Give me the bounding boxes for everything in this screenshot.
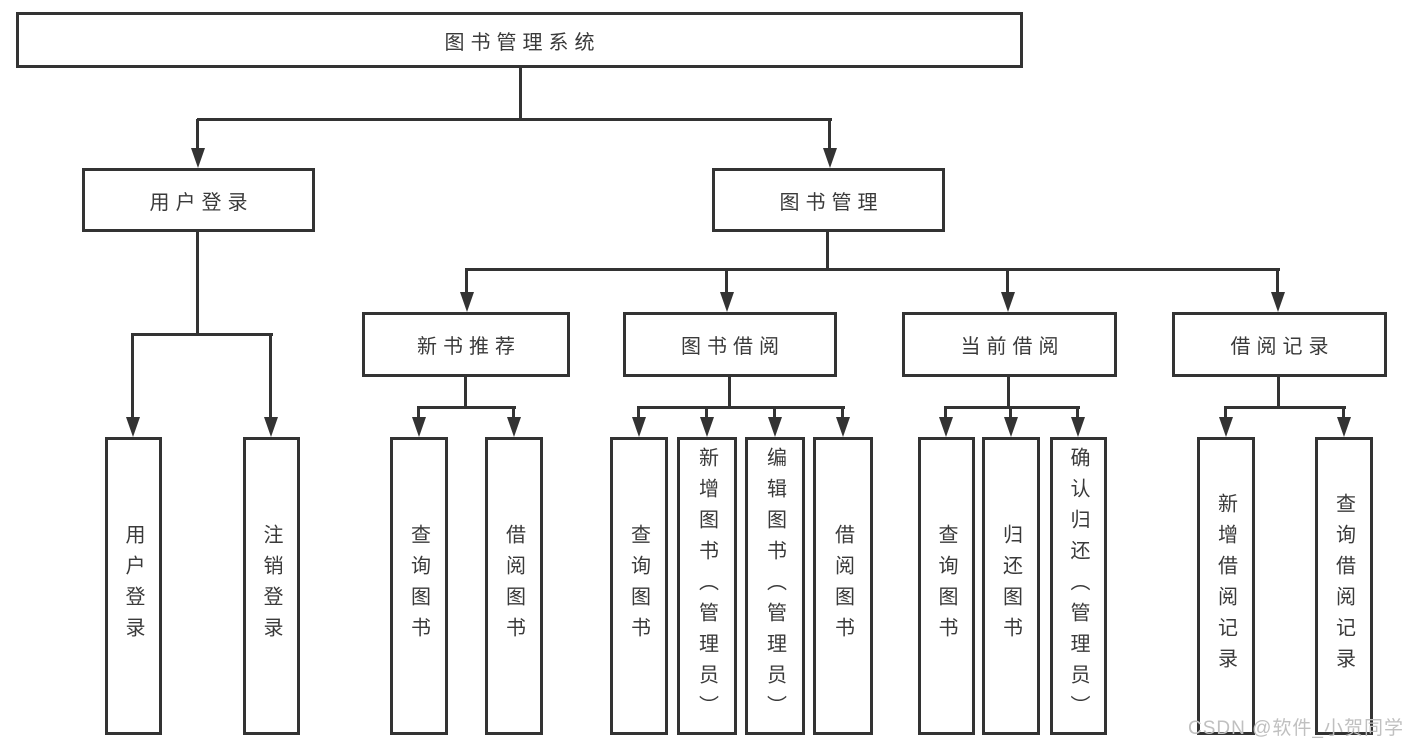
node-borrow-records: 借阅记录 [1172,312,1387,377]
connector-current-stem [1007,377,1010,408]
connector-book-management-branch [465,268,1280,271]
connector-root-stem [519,68,522,120]
leaf-borrow-borrow-book: 借阅图书 [813,437,873,735]
leaf-label: 查询图书 [627,524,650,648]
leaf-user-login: 用户登录 [105,437,162,735]
connector-borrow-stem [728,377,731,408]
connector-root-drop [828,119,831,150]
connector-borrow-branch [637,406,845,409]
arrow-down-icon [1271,292,1285,312]
connector-recommend-branch [417,406,516,409]
node-book-borrow-label: 图书借阅 [681,336,785,358]
node-new-book-recommend: 新书推荐 [362,312,570,377]
leaf-label: 借阅图书 [502,524,525,648]
arrow-down-icon [412,417,426,437]
connector-current-drop [1009,407,1012,419]
arrow-down-icon [720,292,734,312]
arrow-down-icon [768,417,782,437]
connector-book-management-drop [1276,269,1279,294]
node-root: 图书管理系统 [16,12,1023,68]
node-current-borrow: 当前借阅 [902,312,1117,377]
arrow-down-icon [1219,417,1233,437]
arrow-down-icon [1001,292,1015,312]
node-user-login-label: 用户登录 [149,191,254,214]
node-root-label: 图书管理系统 [444,31,601,54]
connector-current-branch [944,406,1080,409]
arrow-down-icon [126,417,140,437]
connector-borrow-drop [705,407,708,419]
leaf-borrow-add-book-admin: 新增图书（管理员） [677,437,737,735]
connector-root-branch [197,118,832,121]
leaf-label: 归还图书 [999,524,1022,648]
node-current-borrow-label: 当前借阅 [960,336,1065,358]
connector-records-drop [1224,407,1227,419]
leaf-label: 新增图书（管理员） [695,446,718,726]
connector-records-stem [1277,377,1280,408]
node-book-management: 图书管理 [712,168,945,232]
leaf-label: 查询图书 [935,524,957,648]
connector-book-management-drop [725,269,728,294]
arrow-down-icon [460,292,474,312]
leaf-label: 借阅图书 [831,524,854,648]
leaf-label: 查询图书 [407,524,430,648]
node-new-book-recommend-label: 新书推荐 [417,336,521,358]
leaf-records-query-record: 查询借阅记录 [1315,437,1373,735]
arrow-down-icon [700,417,714,437]
connector-recommend-drop [417,407,420,419]
connector-records-branch [1224,406,1346,409]
connector-records-drop [1342,407,1345,419]
connector-user-login-drop [269,334,272,419]
leaf-label: 编辑图书（管理员） [763,446,786,726]
arrow-down-icon [632,417,646,437]
leaf-records-add-record: 新增借阅记录 [1197,437,1255,735]
leaf-recommend-borrow-book: 借阅图书 [485,437,543,735]
leaf-borrow-query-book: 查询图书 [610,437,668,735]
connector-book-management-drop [465,269,468,294]
arrow-down-icon [939,417,953,437]
arrow-down-icon [1337,417,1351,437]
leaf-current-confirm-return-admin: 确认归还（管理员） [1050,437,1107,735]
leaf-label: 新增借阅记录 [1214,493,1237,679]
arrow-down-icon [191,148,205,168]
connector-recommend-stem [464,377,467,408]
leaf-label: 查询借阅记录 [1332,493,1355,679]
arrow-down-icon [1004,417,1018,437]
connector-user-login-branch [131,333,273,336]
connector-user-login-drop [131,334,134,419]
connector-recommend-drop [512,407,515,419]
leaf-label: 确认归还（管理员） [1067,446,1089,726]
connector-current-drop [944,407,947,419]
arrow-down-icon [507,417,521,437]
leaf-recommend-query-book: 查询图书 [390,437,448,735]
csdn-watermark: CSDN @软件_小贺同学 [1188,718,1404,739]
connector-user-login-stem [196,232,199,335]
connector-borrow-drop [841,407,844,419]
leaf-borrow-edit-book-admin: 编辑图书（管理员） [745,437,805,735]
arrow-down-icon [823,148,837,168]
node-user-login: 用户登录 [82,168,315,232]
leaf-current-query-book: 查询图书 [918,437,975,735]
connector-current-drop [1076,407,1079,419]
arrow-down-icon [836,417,850,437]
node-borrow-records-label: 借阅记录 [1230,336,1335,358]
connector-borrow-drop [773,407,776,419]
leaf-label: 注销登录 [260,524,282,648]
leaf-label: 用户登录 [122,524,144,648]
connector-book-management-drop [1006,269,1009,294]
connector-root-drop [196,119,199,150]
arrow-down-icon [264,417,278,437]
arrow-down-icon [1071,417,1085,437]
connector-borrow-drop [637,407,640,419]
connector-book-management-stem [826,232,829,270]
node-book-borrow: 图书借阅 [623,312,837,377]
leaf-current-return-book: 归还图书 [982,437,1040,735]
leaf-logout: 注销登录 [243,437,300,735]
node-book-management-label: 图书管理 [779,191,884,214]
